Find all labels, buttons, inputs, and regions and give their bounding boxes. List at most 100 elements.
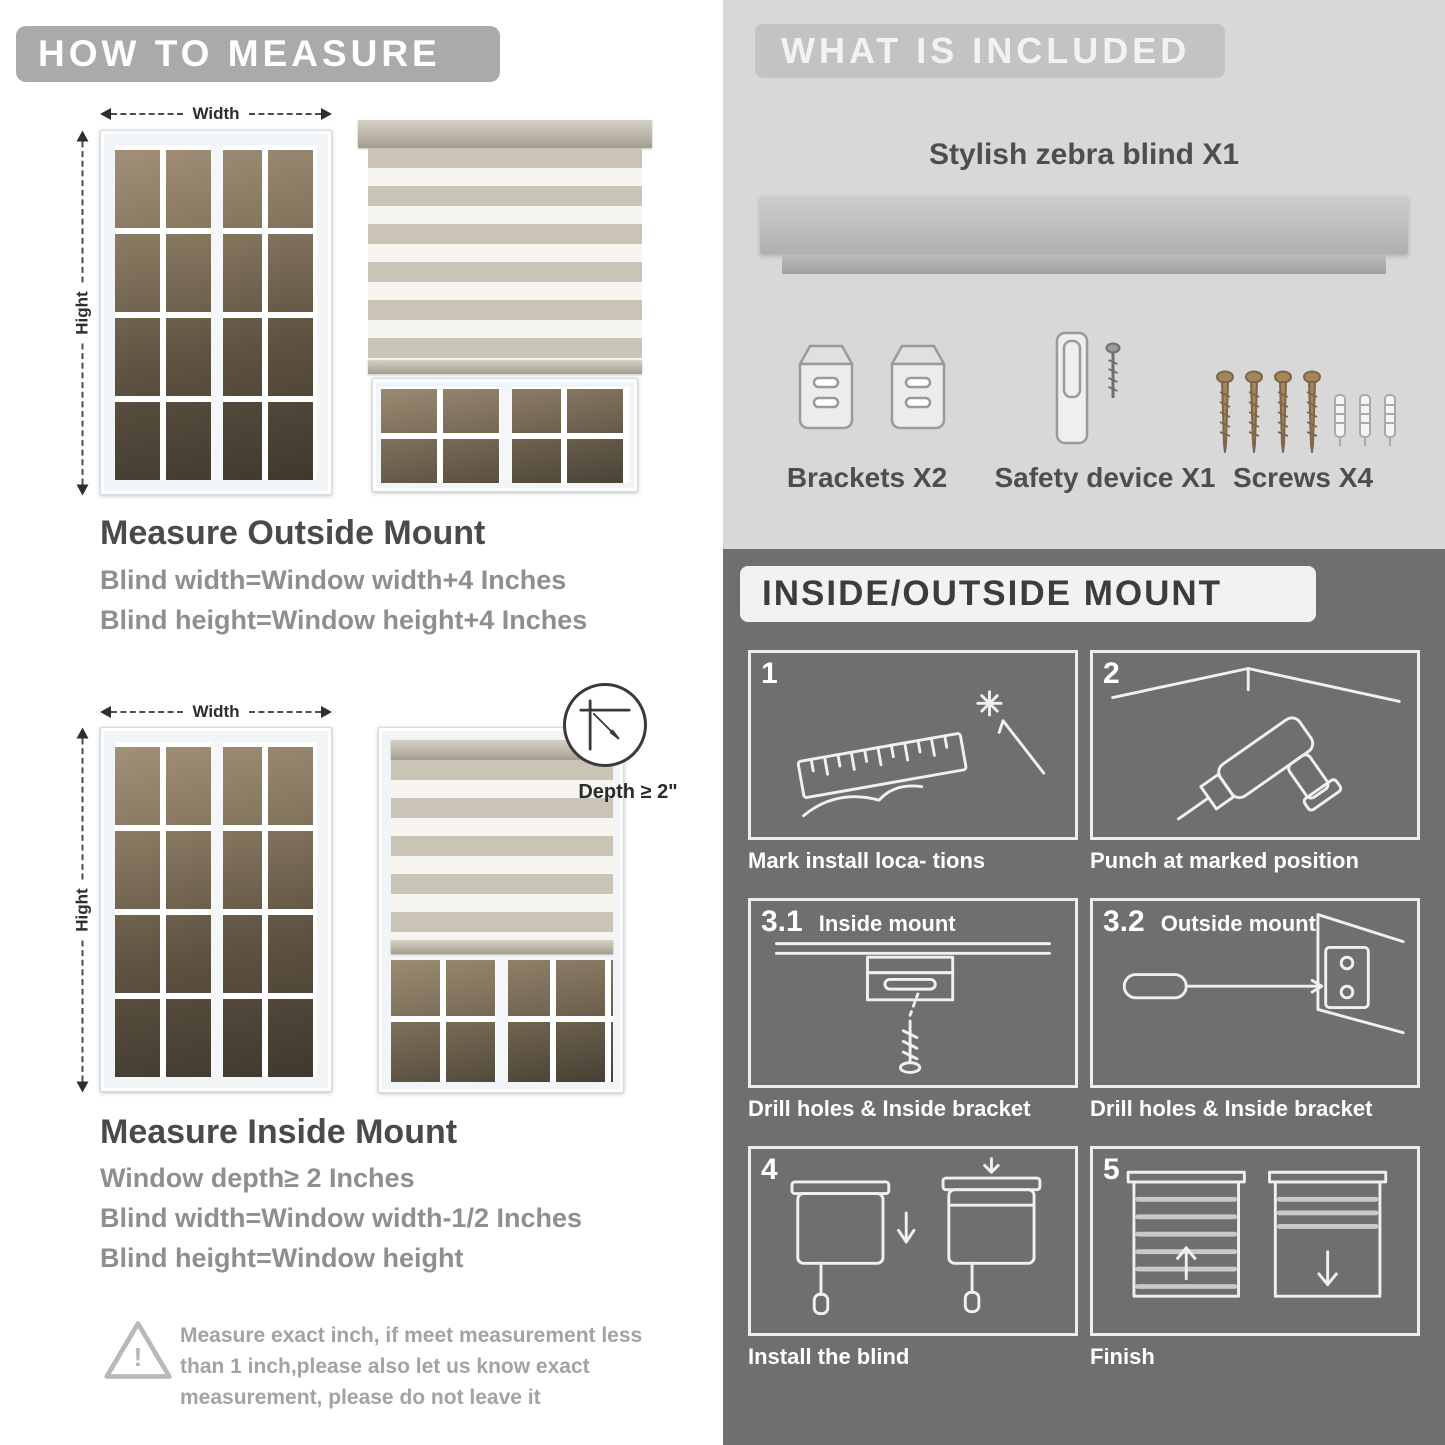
step-header: 5	[1103, 1153, 1136, 1187]
screw-icon	[1274, 370, 1292, 453]
width-arrow-inside: Width	[100, 701, 332, 723]
step-number: 5	[1103, 1153, 1120, 1186]
warning-note: Measure exact inch, if meet measurement …	[180, 1320, 642, 1413]
blind-headrail	[358, 120, 652, 148]
warning-exclamation: !	[133, 1342, 143, 1372]
outside-mount-title: Measure Outside Mount	[100, 514, 486, 552]
dashed-line	[81, 343, 84, 485]
window-photo	[391, 960, 613, 1082]
mount-instructions-section: INSIDE/OUTSIDE MOUNT 1	[723, 549, 1445, 1445]
dashed-line	[81, 738, 84, 880]
arrow-right-icon	[76, 130, 89, 142]
outside-bracket-screwdriver-icon	[1122, 913, 1405, 1035]
step-header: 3.2 Outside mount	[1103, 905, 1316, 939]
safety-device-icon	[1055, 331, 1121, 445]
dashed-line	[111, 113, 184, 115]
depth-label: Depth ≥ 2"	[578, 781, 678, 803]
inside-mount-line1: Window depth≥ 2 Inches	[100, 1163, 415, 1193]
step-caption-3-2: Drill holes & Inside bracket	[1090, 1096, 1373, 1121]
dashed-line	[81, 940, 84, 1082]
mount-title: INSIDE/OUTSIDE MOUNT	[762, 574, 1223, 613]
outside-mount-line1: Blind width=Window width+4 Inches	[100, 565, 567, 595]
warning-line: Measure exact inch, if meet measurement …	[180, 1324, 643, 1347]
dashed-line	[81, 141, 84, 283]
install-blind-icon	[790, 1157, 1042, 1316]
screw-icon	[1303, 370, 1321, 453]
height-arrow-outside: Hight	[72, 130, 94, 496]
inside-mount-line3: Blind height=Window height	[100, 1243, 464, 1273]
safety-device-label: Safety device X1	[994, 462, 1216, 493]
screws-label: Screws X4	[1232, 462, 1374, 493]
bracket-icon	[798, 344, 854, 430]
arrow-left-icon	[76, 484, 89, 496]
arrow-left-icon	[100, 108, 111, 120]
wall-anchor-icon	[1384, 394, 1396, 446]
step-caption-4: Install the blind	[748, 1344, 910, 1369]
arrow-left-icon	[76, 1081, 89, 1093]
height-label: Hight	[72, 888, 92, 932]
step-header: 1	[761, 657, 794, 691]
wall-anchor-icon	[1359, 394, 1371, 446]
height-label: Hight	[72, 291, 92, 335]
height-arrow-inside: Hight	[72, 727, 94, 1093]
dashed-line	[248, 711, 321, 713]
mark-location-icon	[796, 690, 1046, 818]
zebra-blind-headrail-illustration	[760, 196, 1408, 254]
what-is-included-header: WHAT IS INCLUDED	[755, 24, 1225, 78]
arrow-right-icon	[321, 108, 332, 120]
arrow-left-icon	[100, 706, 111, 718]
blind-bottom-rail	[391, 940, 613, 954]
step-header: 3.1 Inside mount	[761, 905, 956, 939]
wall-anchor-icon	[1334, 394, 1346, 446]
step-number: 3.2	[1103, 905, 1145, 938]
step-header: 4	[761, 1153, 794, 1187]
dashed-line	[111, 711, 184, 713]
dashed-line	[248, 113, 321, 115]
blind-illustration-inside	[378, 727, 624, 1093]
what-is-included-section: WHAT IS INCLUDED Stylish zebra blind X1	[723, 0, 1445, 549]
step-number: 2	[1103, 657, 1120, 690]
step-caption-1: Mark install loca- tions	[748, 848, 986, 873]
step-caption-3-1: Drill holes & Inside bracket	[748, 1096, 1031, 1121]
step-title: Inside mount	[818, 911, 956, 936]
blind-stripes	[368, 148, 642, 360]
screw-icon	[1216, 370, 1234, 453]
brackets-illustration	[790, 338, 954, 438]
step-caption-2: Punch at marked position	[1090, 848, 1359, 873]
screw-icon	[1245, 370, 1263, 453]
width-label: Width	[192, 104, 240, 123]
window-illustration-outside	[100, 130, 332, 495]
outside-mount-line2: Blind height=Window height+4 Inches	[100, 605, 588, 635]
blind-stripes	[391, 760, 613, 940]
window-photo	[115, 742, 317, 1077]
step-number: 1	[761, 657, 778, 690]
step-panel-1: 1	[748, 650, 1078, 840]
step-number: 3.1	[761, 905, 803, 938]
inside-mount-title: Measure Inside Mount	[100, 1113, 458, 1151]
arrow-right-icon	[76, 727, 89, 739]
width-label: Width	[192, 702, 240, 721]
warning-line: than 1 inch,please also let us know exac…	[180, 1355, 590, 1378]
blind-headrail	[391, 740, 613, 760]
step-panel-5: 5	[1090, 1146, 1420, 1336]
inside-mount-line2: Blind width=Window width-1/2 Inches	[100, 1203, 583, 1233]
warning-line: measurement, please do not leave it	[180, 1386, 541, 1409]
depth-callout-circle	[563, 683, 647, 767]
blind-bottom-rail	[368, 360, 642, 374]
zebra-blind-valance-illustration	[782, 254, 1386, 274]
wall-anchors-illustration	[1331, 392, 1399, 450]
window-photo	[115, 145, 317, 480]
warning-triangle-icon	[104, 1321, 172, 1379]
window-below-blind	[372, 378, 638, 492]
step-panel-4: 4	[748, 1146, 1078, 1336]
window-illustration-inside	[100, 727, 332, 1092]
step-panel-3-2: 3.2 Outside mount	[1090, 898, 1420, 1088]
inside-bracket-screw-icon	[775, 942, 1051, 1074]
bracket-icon	[890, 344, 946, 430]
product-name-label: Stylish zebra blind X1	[928, 138, 1240, 171]
step-panel-3-1: 3.1 Inside mount	[748, 898, 1078, 1088]
step-panel-2: 2	[1090, 650, 1420, 840]
how-to-measure-header: HOW TO MEASURE	[16, 26, 500, 82]
brackets-label: Brackets X2	[786, 462, 948, 493]
